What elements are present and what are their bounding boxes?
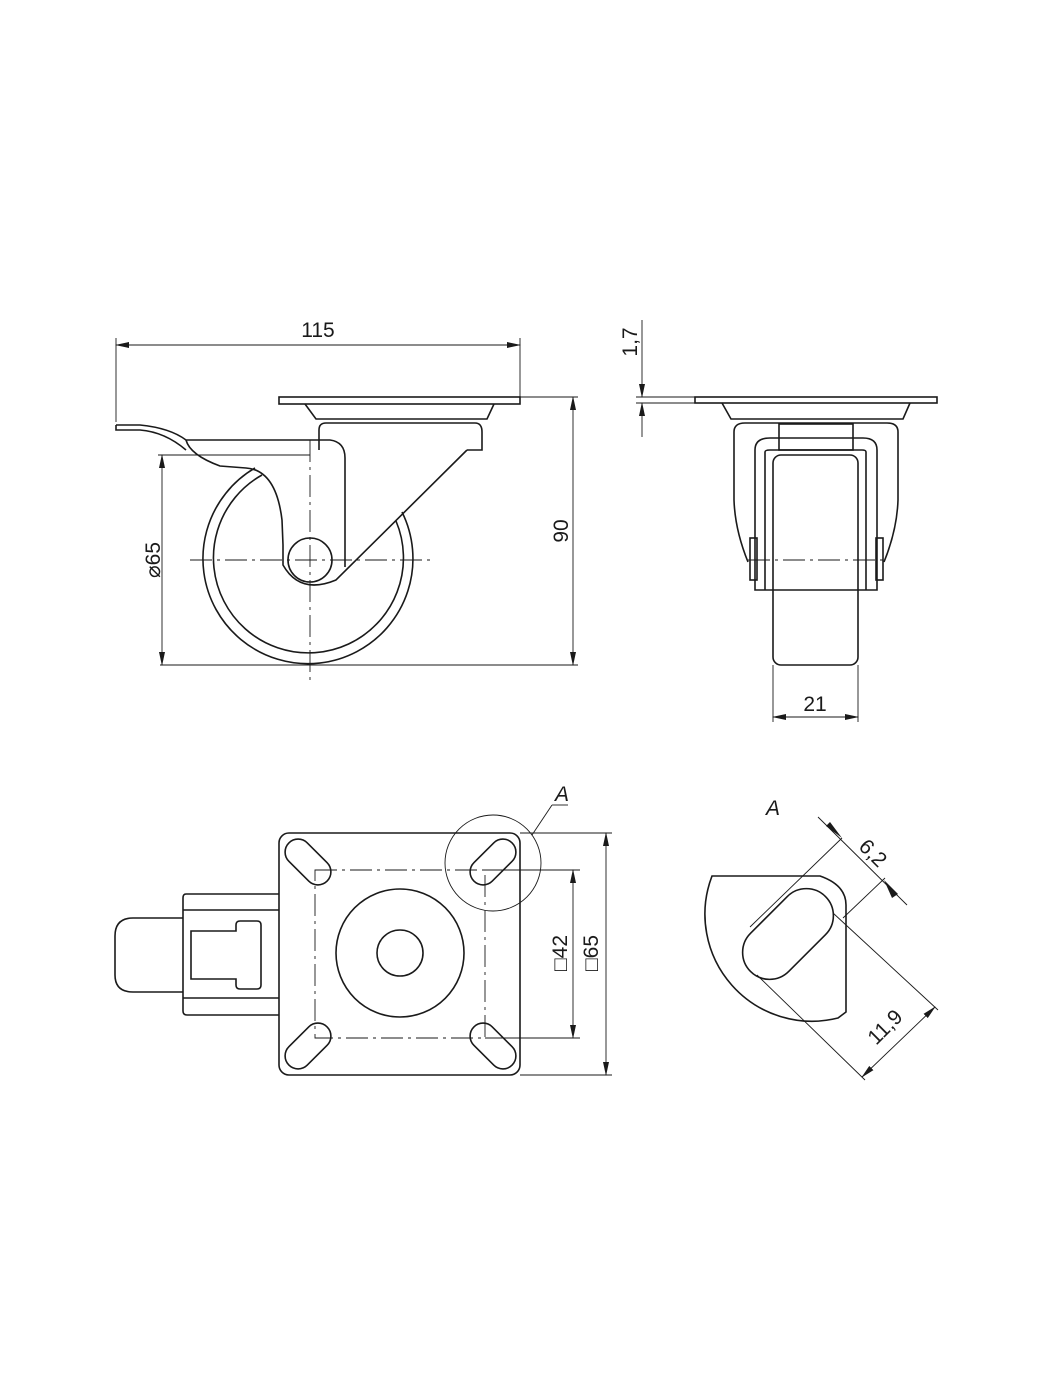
- mounting-plate-front: [694, 396, 938, 404]
- front-view: 1,7 21: [619, 320, 938, 722]
- side-view: 115 ⌀65 90: [115, 319, 578, 680]
- brake-pedal-top: [114, 917, 183, 993]
- plate-size-dimension: □65: [580, 935, 603, 971]
- width-dimension: 115: [301, 319, 334, 342]
- fork-leg: [282, 449, 468, 586]
- wheel-outer: [202, 467, 414, 665]
- swivel-dish: [304, 403, 495, 420]
- detail-view-a: A 6,2 11,9: [704, 797, 939, 1081]
- top-view: A □42 □65: [114, 783, 612, 1076]
- mounting-slots: [284, 838, 517, 1070]
- height-dimension: 90: [550, 519, 573, 542]
- detail-title: A: [764, 797, 780, 820]
- brake-arm: [185, 439, 284, 546]
- hole-spacing-dimension: □42: [549, 935, 572, 971]
- plate-top: [278, 832, 521, 1076]
- wheel-width-dimension: 21: [803, 693, 826, 716]
- wheel-diameter-dimension: ⌀65: [142, 542, 165, 578]
- plate-thickness-dimension: 1,7: [619, 327, 642, 356]
- detail-circle-a: [444, 814, 542, 912]
- wheel-inner: [212, 474, 405, 654]
- slot-width-dimension: 6,2: [854, 835, 891, 872]
- mounting-plate: [278, 396, 521, 405]
- fork-top: [318, 422, 483, 451]
- slot-length-dimension: 11,9: [863, 1005, 907, 1049]
- brake-pedal: [115, 424, 346, 567]
- brake-housing: [182, 893, 279, 1016]
- slot-detail: [741, 887, 835, 981]
- detail-ref-label: A: [553, 783, 569, 806]
- plate-corner: [704, 875, 847, 1023]
